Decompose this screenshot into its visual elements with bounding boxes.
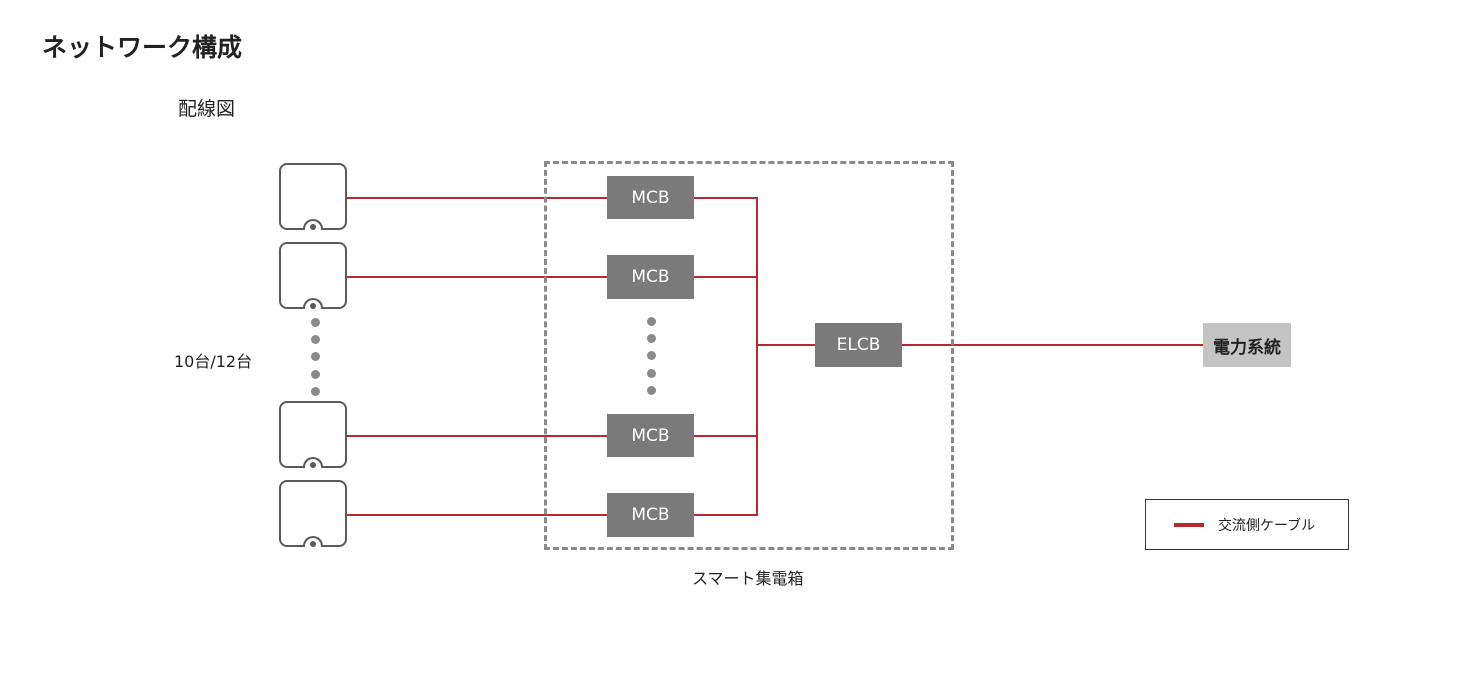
- inverter-device-3: [279, 401, 347, 468]
- ac-cable-legend-label: 交流側ケーブル: [1218, 518, 1316, 534]
- smart-junction-box: [544, 161, 954, 550]
- inverter-device-2: [279, 242, 347, 309]
- device-count-label: 10台/12台: [174, 352, 253, 371]
- inverter-knob-icon: [303, 457, 323, 468]
- elcb-breaker: ELCB: [815, 323, 902, 367]
- ellipsis-dot: [647, 317, 656, 326]
- ellipsis-dot: [647, 386, 656, 395]
- diagram-subtitle: 配線図: [178, 98, 236, 120]
- inverter-knob-icon: [303, 536, 323, 547]
- inverter-device-4: [279, 480, 347, 547]
- inverter-knob-icon: [303, 298, 323, 309]
- power-grid-box: 電力系統: [1203, 323, 1291, 367]
- mcb-breaker-4: MCB: [607, 493, 694, 537]
- ellipsis-dot: [311, 335, 320, 344]
- ellipsis-dot: [647, 334, 656, 343]
- ellipsis-dot: [311, 318, 320, 327]
- inverter-device-1: [279, 163, 347, 230]
- inverter-knob-icon: [303, 219, 323, 230]
- smart-junction-box-label: スマート集電箱: [692, 569, 804, 588]
- ellipsis-dot: [647, 351, 656, 360]
- page-title: ネットワーク構成: [42, 33, 243, 62]
- ellipsis-dot: [311, 387, 320, 396]
- mcb-breaker-1: MCB: [607, 176, 694, 219]
- legend: 交流側ケーブル: [1145, 499, 1349, 550]
- mcb-breaker-3: MCB: [607, 414, 694, 457]
- ellipsis-dot: [647, 369, 656, 378]
- ac-cable-legend-swatch: [1174, 523, 1204, 527]
- ellipsis-dot: [311, 370, 320, 379]
- mcb-breaker-2: MCB: [607, 255, 694, 299]
- ellipsis-dot: [311, 352, 320, 361]
